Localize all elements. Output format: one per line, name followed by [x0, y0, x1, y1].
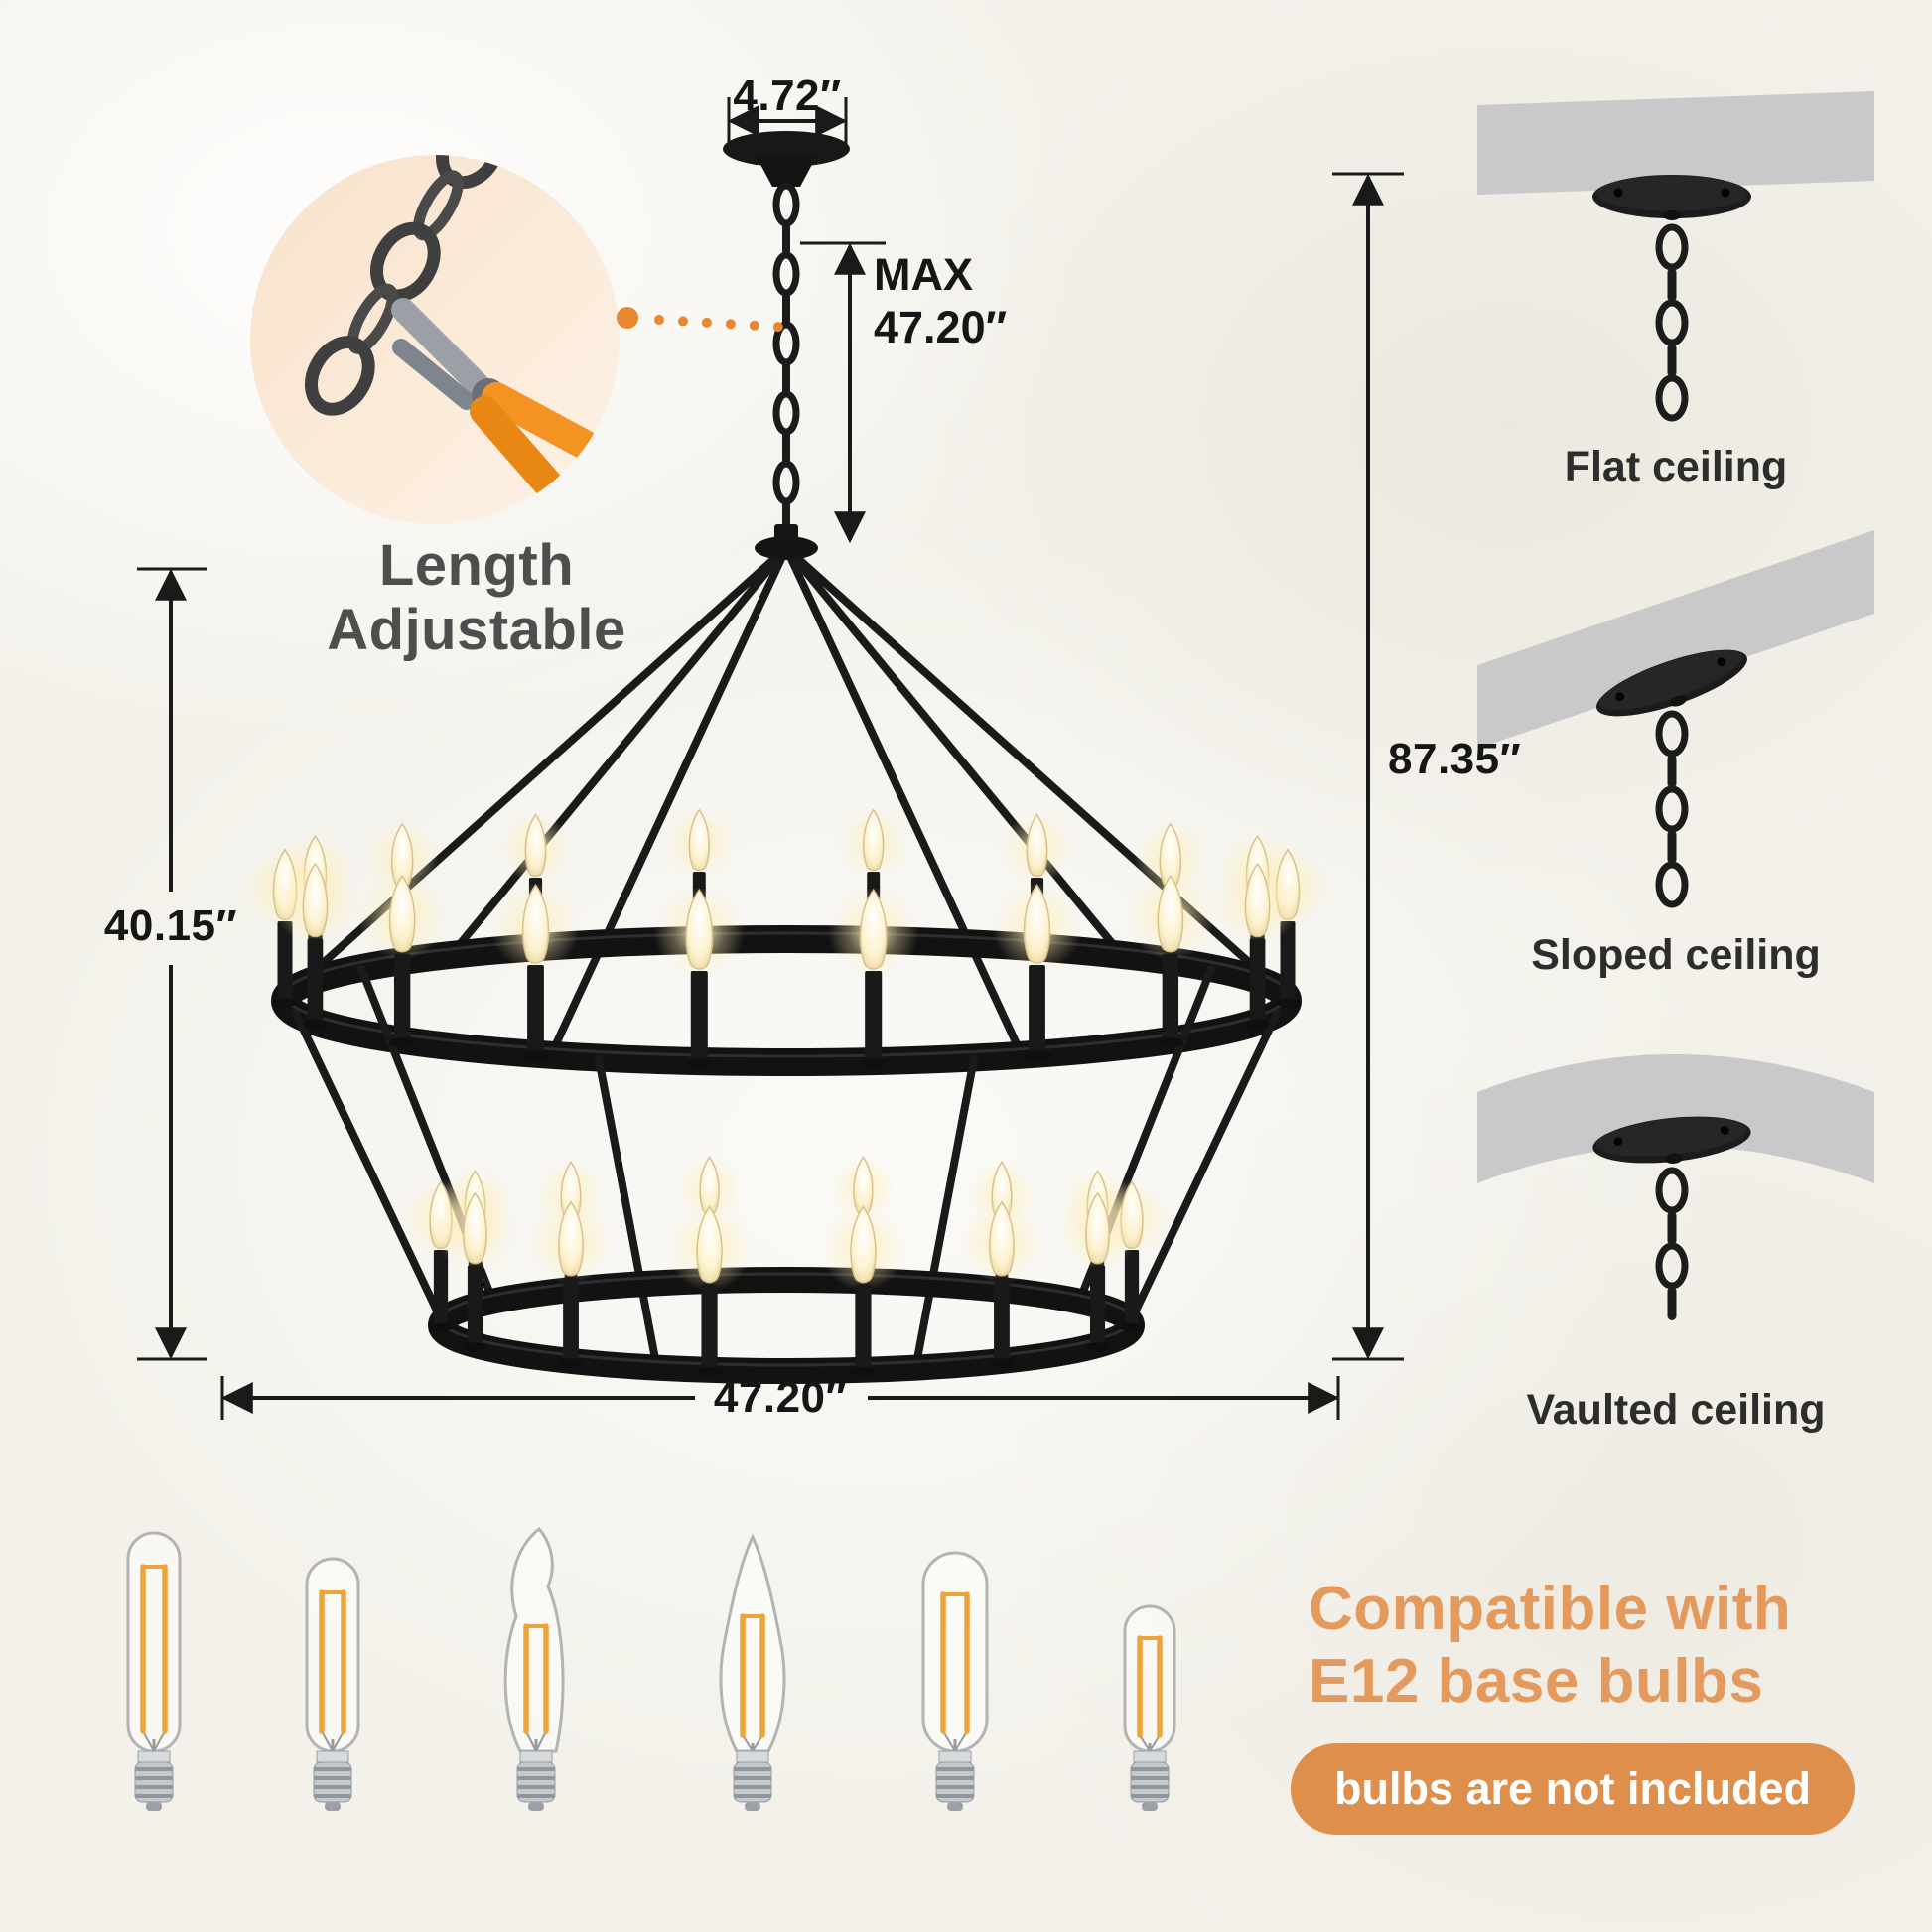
fixture-width-label: 47.20″ — [713, 1373, 848, 1422]
t45-tubular-bulb-icon — [921, 1551, 989, 1811]
torpedo-candle-bulb-icon — [719, 1533, 786, 1811]
flat-ceiling-mount-icon — [1477, 91, 1874, 422]
compatibility-line2: E12 base bulbs — [1309, 1647, 1764, 1717]
max-value: 47.20″ — [874, 302, 1008, 353]
canopy-width-label: 4.72″ — [733, 71, 842, 120]
length-adjust-connector-dots — [617, 307, 797, 333]
length-adjustable-line1: Length — [378, 533, 575, 598]
bulbs-not-included-badge: bulbs are not included — [1291, 1743, 1856, 1835]
t6-tubular-bulb-icon — [305, 1557, 360, 1811]
flat-ceiling-label: Flat ceiling — [1564, 443, 1788, 490]
overall-height-label: 87.35″ — [1388, 735, 1522, 783]
t6-tubular-long-bulb-icon — [126, 1531, 182, 1811]
chain-length-label: MAX 47.20″ — [874, 248, 1007, 353]
vaulted-ceiling-label: Vaulted ceiling — [1526, 1386, 1826, 1434]
t22-mini-tubular-bulb-icon — [1123, 1604, 1176, 1811]
compatibility-line1: Compatible with — [1309, 1575, 1792, 1643]
flame-tip-candelabra-bulb-icon — [503, 1526, 565, 1811]
length-adjustable-line2: Adjustable — [327, 597, 626, 662]
compatibility-heading: Compatible with E12 base bulbs — [1309, 1573, 1791, 1718]
length-adjustable-label: Length Adjustable — [327, 533, 626, 663]
chain-cutting-pliers-photo-icon — [250, 155, 620, 524]
dimension-lines — [137, 97, 1404, 1420]
sloped-ceiling-mount-icon — [1477, 530, 1874, 908]
fixture-height-label: 40.15″ — [103, 901, 238, 950]
vaulted-ceiling-mount-icon — [1477, 1054, 1874, 1320]
max-text: MAX — [874, 249, 973, 300]
sloped-ceiling-label: Sloped ceiling — [1531, 931, 1821, 979]
